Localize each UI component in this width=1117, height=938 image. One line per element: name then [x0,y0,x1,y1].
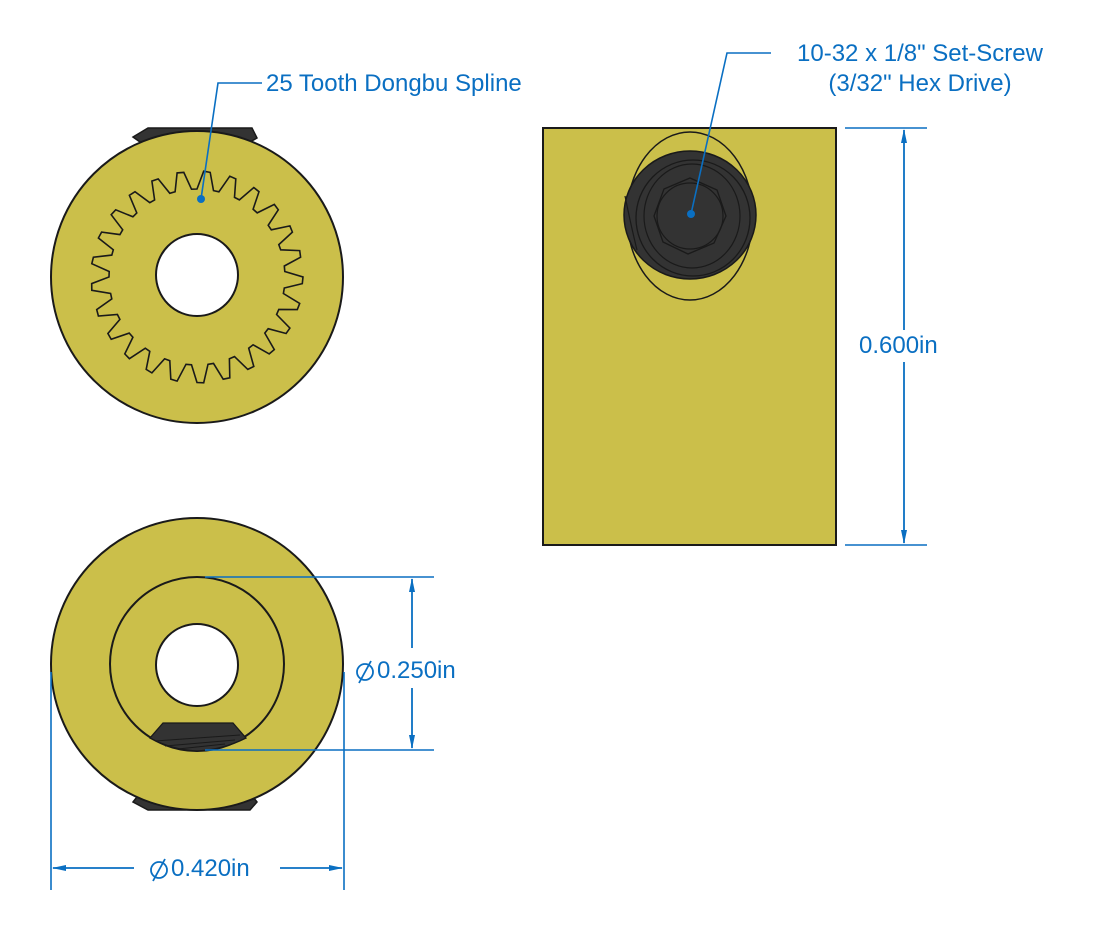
setscrew-leader-line [690,52,771,215]
inner-diameter-label: 0.250in [354,658,456,684]
outer-diameter-value: 0.420in [171,855,250,882]
hex-drive-icon [653,177,727,255]
spline-leader-line [200,82,262,200]
height-dimension-label: 0.600in [858,332,939,359]
front-spline-view [50,82,344,424]
outer-diameter-label: 0.420in [148,856,250,882]
hub-side-rect [542,127,837,546]
side-view [542,52,927,546]
diameter-symbol-icon [148,856,168,882]
diameter-symbol-icon [354,658,374,684]
bore-hole [155,233,239,317]
inner-diameter-value: 0.250in [377,657,456,684]
spline-leader-dot [197,195,205,203]
setscrew-callout-line2: (3/32" Hex Drive) [828,70,1012,97]
back-bore-hole [155,623,239,707]
setscrew-leader-dot [687,210,695,218]
back-view [50,517,434,890]
spline-callout-label: 25 Tooth Dongbu Spline [266,70,522,97]
setscrew-callout-line1: 10-32 x 1/8" Set-Screw [797,40,1043,67]
